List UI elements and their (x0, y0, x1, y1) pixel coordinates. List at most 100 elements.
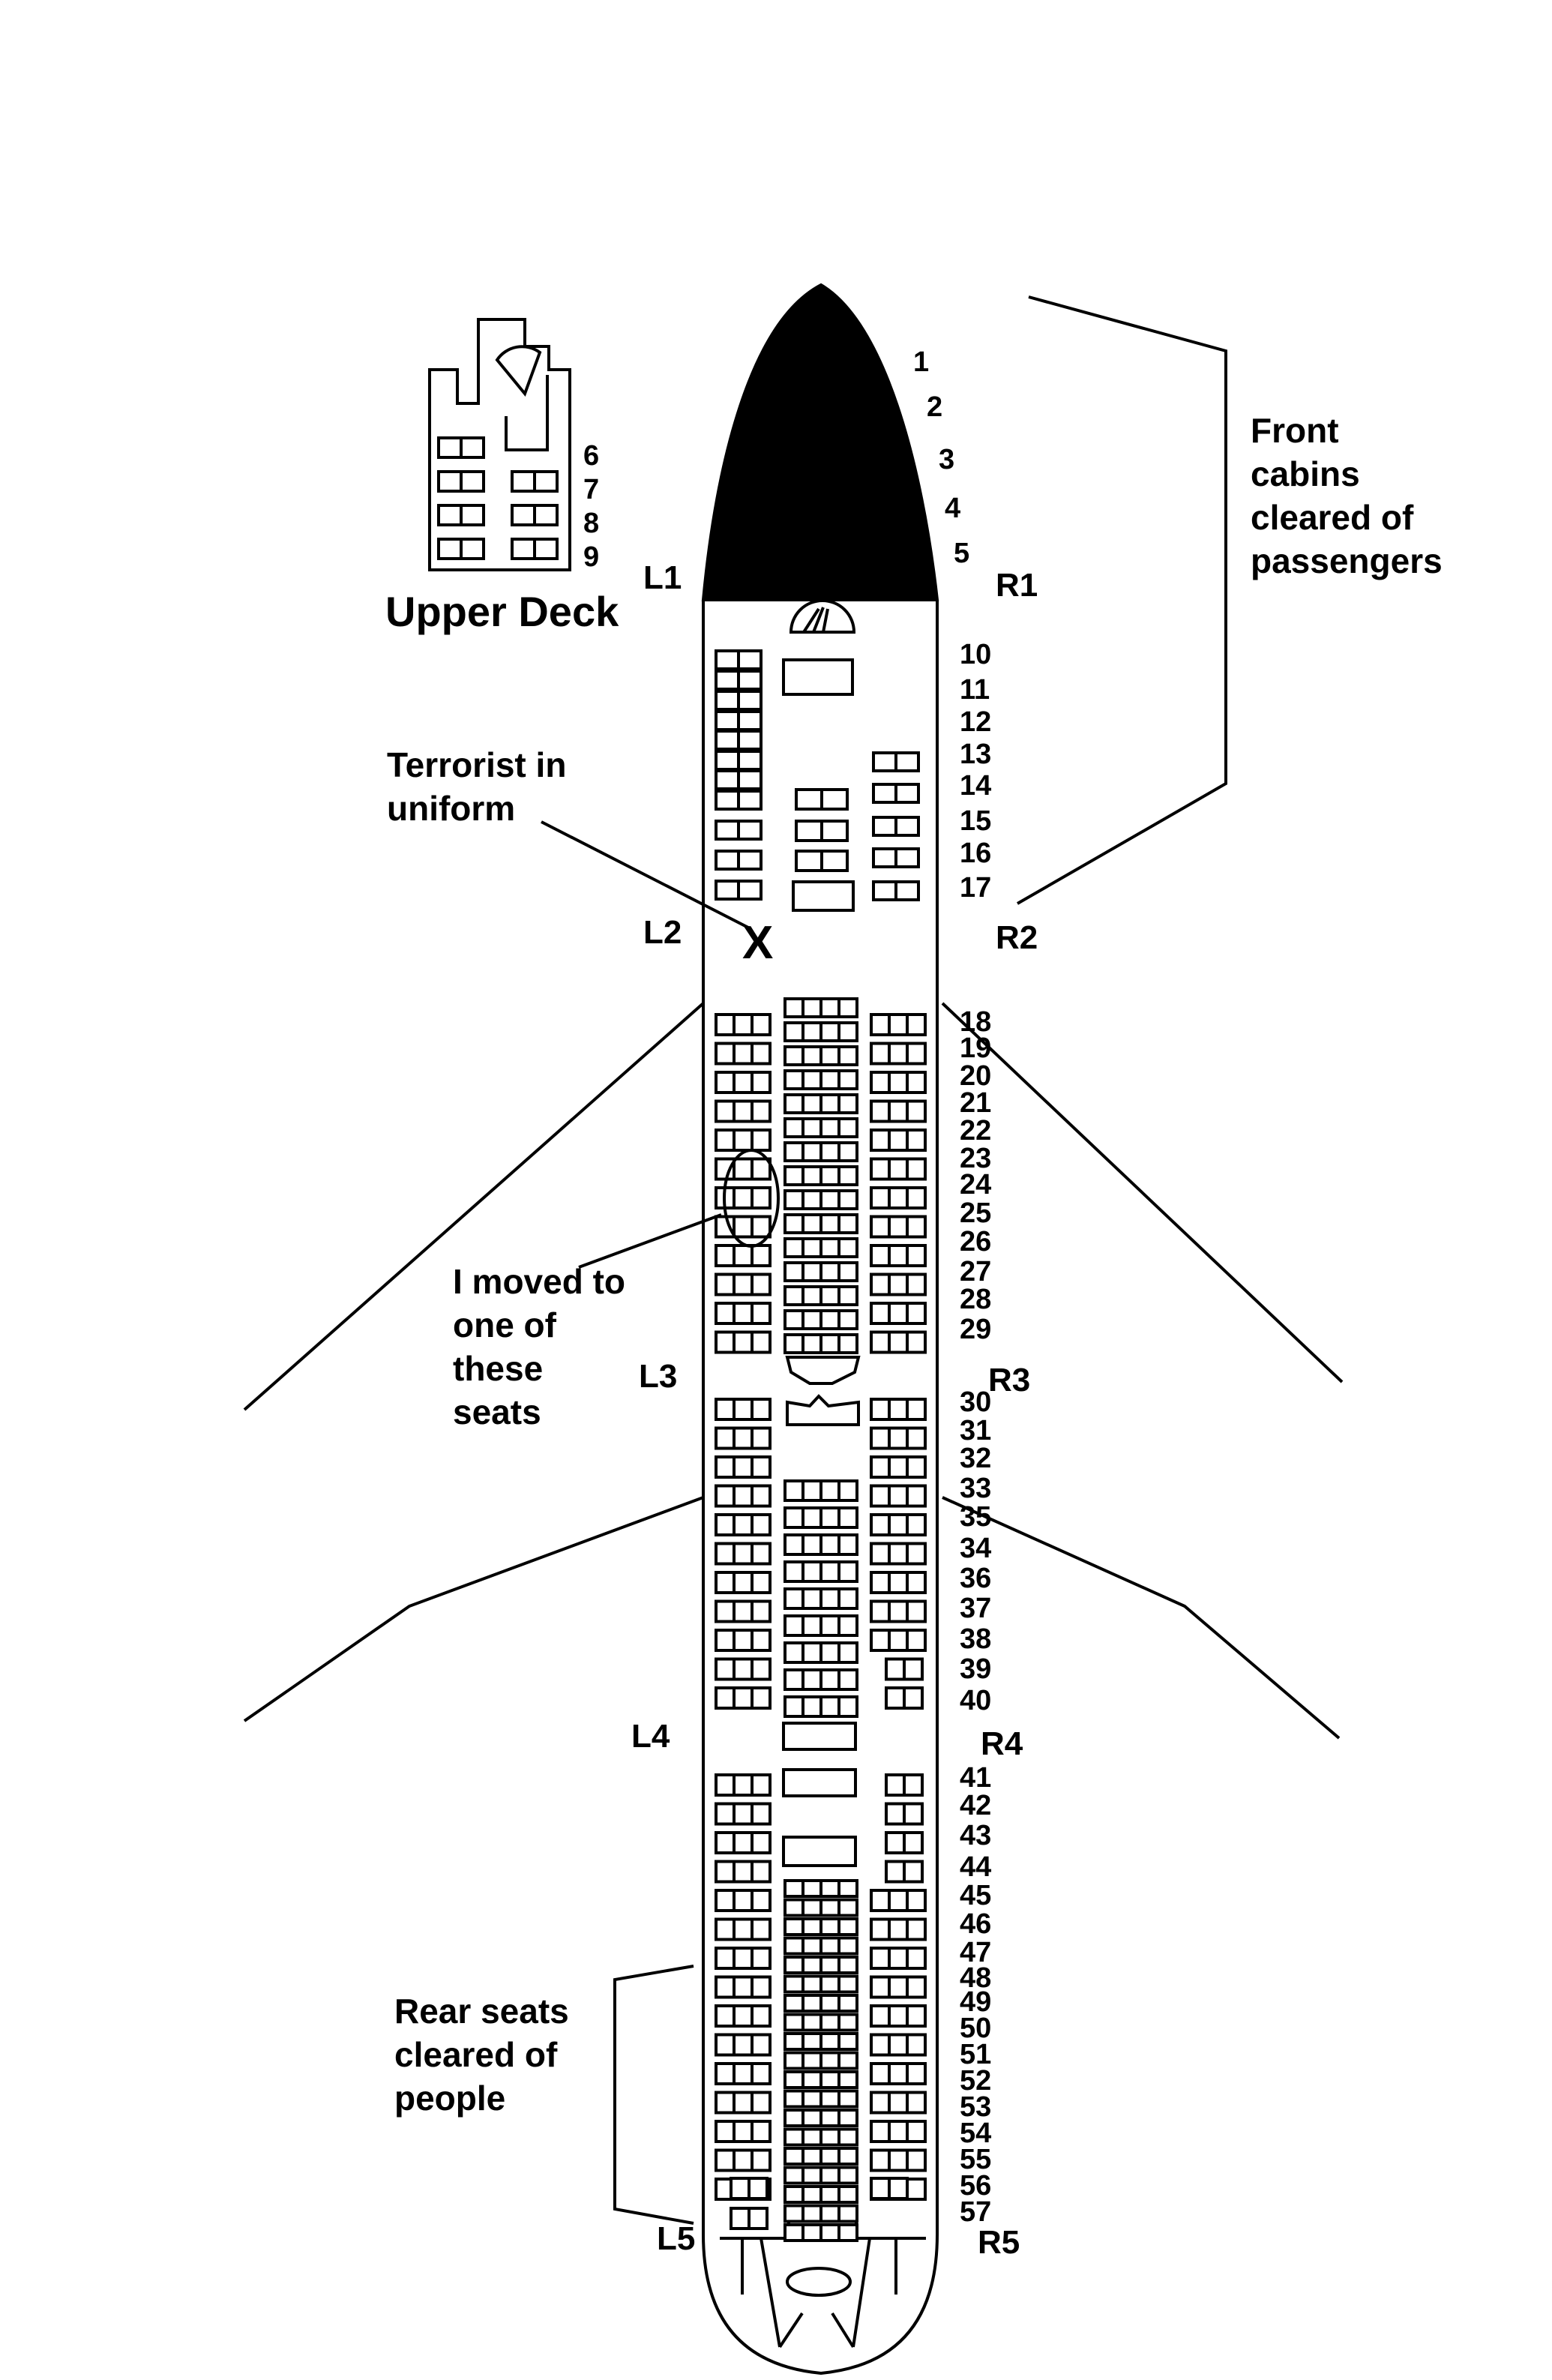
door-label-l5: L5 (657, 2220, 695, 2257)
row-label: 12 (960, 706, 991, 738)
seat-block-left (715, 1129, 772, 1152)
upper-deck-inset: Upper Deck 6 7 8 9 (385, 318, 619, 635)
row-label: 33 (960, 1473, 991, 1504)
seat-block-right (870, 1042, 927, 1066)
seat-block-left (715, 1513, 772, 1536)
moved-seats-pointer (578, 1213, 722, 1269)
seat-block-right (870, 1455, 927, 1479)
seat-layer (715, 649, 927, 2242)
seat-block-right (870, 1302, 927, 1325)
nose-cone (701, 283, 939, 601)
door-label-r3: R3 (988, 1362, 1030, 1398)
terrorist-pointer (541, 820, 751, 930)
seat-block-right (870, 1542, 927, 1566)
moved-label-line-2: one of (453, 1305, 557, 1344)
seat-block-right (870, 2148, 927, 2172)
row-label: 29 (960, 1314, 991, 1345)
front-cabins-annotation: Front cabins cleared of passengers (1017, 295, 1443, 905)
row-label: 6 (583, 440, 599, 472)
door-label-l3: L3 (639, 1358, 677, 1395)
seat-block-left (715, 1272, 772, 1296)
seat-block-left (715, 2091, 772, 2115)
seat-block-left (715, 2120, 772, 2143)
seat-block-right (870, 1272, 927, 1296)
seat-block-right (870, 1629, 927, 1652)
row-label: 14 (960, 770, 991, 802)
row-label: 23 (960, 1143, 991, 1174)
row-label: 19 (960, 1033, 991, 1064)
seat-block-left (715, 1330, 772, 1354)
front-cabins-label-line-2: cabins (1251, 454, 1360, 493)
fuselage-outline (702, 600, 939, 2376)
moved-seats-annotation: I moved to one of these seats (453, 1149, 780, 1431)
row-label: 47 (960, 1937, 991, 1968)
row-label: 42 (960, 1790, 991, 1821)
row-label: 7 (583, 474, 599, 505)
seat-block-left (715, 1889, 772, 1912)
row-label: 24 (960, 1169, 991, 1200)
seat-block-left (715, 1831, 772, 1854)
front-cabins-label-line-4: passengers (1251, 541, 1443, 580)
seat-block-left (715, 1484, 772, 1508)
row-label: 54 (960, 2118, 991, 2149)
seat-block-right (870, 1484, 927, 1508)
row-label: 51 (960, 2039, 991, 2070)
rear-label-line-1: Rear seats (394, 1992, 569, 2031)
seat-block-left (715, 1571, 772, 1594)
row-label: 10 (960, 639, 991, 670)
front-galley (782, 599, 861, 1867)
seat-block-left (715, 1599, 772, 1623)
seat-block-left (715, 1099, 772, 1123)
seat-block-left (715, 1013, 772, 1036)
seat-block-left (715, 1686, 772, 1710)
row-label: 50 (960, 2013, 991, 2044)
row-label: 44 (960, 1851, 991, 1883)
seat-block-left (715, 2062, 772, 2085)
row-label: 37 (960, 1593, 991, 1624)
seat-block-right (870, 2033, 927, 2057)
terrorist-label-line-1: Terrorist in (387, 745, 566, 784)
seat-block-right (870, 2062, 927, 2085)
row-label: 30 (960, 1386, 991, 1418)
row-label: 3 (939, 444, 954, 475)
terrorist-x-mark: X (742, 917, 773, 969)
seat-block-right (870, 1215, 927, 1239)
moved-label-line-3: these (453, 1349, 543, 1388)
wing-lines (243, 1002, 1344, 1740)
seat-block-right (870, 1157, 927, 1181)
row-label: 38 (960, 1623, 991, 1655)
row-label: 2 (927, 391, 942, 423)
seat-block-right (870, 2091, 927, 2115)
row-label: 22 (960, 1115, 991, 1147)
row-label: 57 (960, 2196, 991, 2228)
row-label: 1 (913, 346, 929, 378)
upper-deck-title: Upper Deck (385, 588, 619, 635)
row-label: 39 (960, 1653, 991, 1685)
seat-block-left (715, 2148, 772, 2172)
door-label-l1: L1 (643, 559, 682, 596)
seat-block-left (715, 1657, 772, 1681)
door-label-l2: L2 (643, 914, 682, 951)
row-label: 52 (960, 2065, 991, 2097)
seat-block-left (715, 1215, 772, 1239)
row-label: 25 (960, 1197, 991, 1229)
seat-block-right (870, 1330, 927, 1354)
seat-block-right (870, 2120, 927, 2143)
seat-block-left (715, 1860, 772, 1884)
row-label: 46 (960, 1908, 991, 1940)
seat-block-right (870, 1513, 927, 1536)
moved-label-line-4: seats (453, 1392, 541, 1431)
row-label: 28 (960, 1284, 991, 1315)
seat-block-left (715, 1244, 772, 1267)
row-label: 41 (960, 1762, 991, 1794)
seat-block-left (715, 1629, 772, 1652)
row-label: 55 (960, 2144, 991, 2175)
row-label: 45 (960, 1880, 991, 1911)
terrorist-annotation: Terrorist in uniform X (387, 745, 773, 969)
front-cabins-bracket (1017, 295, 1227, 905)
rear-seats-bracket (613, 1965, 694, 2225)
seat-block-left (715, 1071, 772, 1094)
seat-block-left (715, 2033, 772, 2057)
doors: L1 L2 L3 L4 L5 R1 R2 R3 R4 R5 (631, 559, 1038, 2261)
row-label: 18 (960, 1006, 991, 1038)
